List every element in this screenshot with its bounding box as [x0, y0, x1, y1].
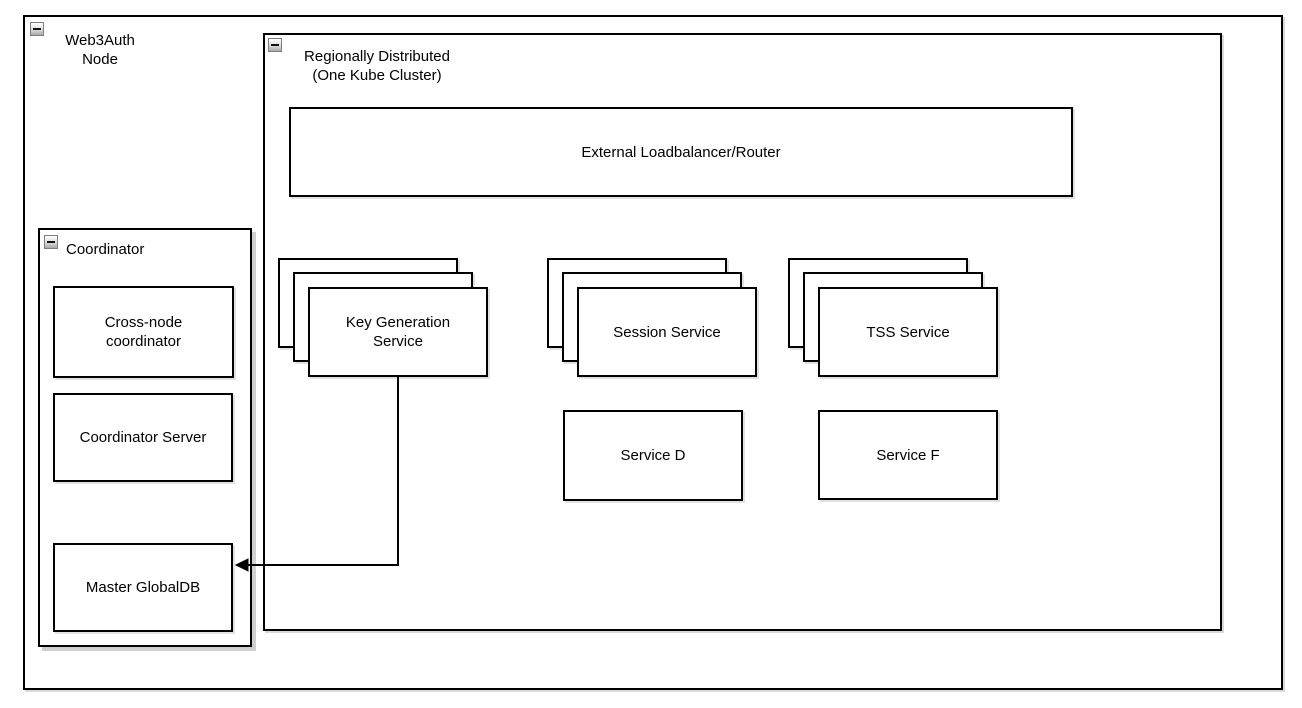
minus-icon: [271, 44, 279, 46]
node-session-service[interactable]: Session Service: [547, 258, 759, 379]
collapse-icon[interactable]: [30, 22, 44, 36]
node-external-loadbalancer[interactable]: External Loadbalancer/Router: [289, 107, 1073, 197]
node-tss-service-label: TSS Service: [866, 323, 950, 341]
node-key-generation-service-label: Key Generation Service: [345, 314, 451, 350]
node-service-f-label: Service F: [876, 446, 940, 464]
node-master-globaldb[interactable]: Master GlobalDB: [53, 543, 233, 632]
group-coordinator[interactable]: Coordinator Cross-node coordinator Coord…: [38, 228, 252, 647]
node-coordinator-server-label: Coordinator Server: [79, 429, 207, 446]
node-tss-service[interactable]: TSS Service: [788, 258, 1000, 379]
node-coordinator-server[interactable]: Coordinator Server: [53, 393, 233, 482]
stack-front[interactable]: Session Service: [577, 287, 757, 377]
node-cross-node-coordinator[interactable]: Cross-node coordinator: [53, 286, 234, 378]
node-cross-node-coordinator-label: Cross-node coordinator: [104, 314, 183, 350]
minus-icon: [33, 28, 41, 30]
minus-icon: [47, 241, 55, 243]
group-regionally-distributed-label: Regionally Distributed (One Kube Cluster…: [304, 48, 450, 84]
collapse-icon[interactable]: [268, 38, 282, 52]
group-web3auth-node-label: Web3Auth Node: [65, 32, 135, 68]
group-coordinator-label: Coordinator: [66, 241, 145, 258]
node-master-globaldb-label: Master GlobalDB: [85, 579, 201, 596]
stack-front[interactable]: Key Generation Service: [308, 287, 488, 377]
node-session-service-label: Session Service: [613, 323, 721, 341]
node-service-d-label: Service D: [620, 447, 686, 464]
collapse-icon[interactable]: [44, 235, 58, 249]
node-external-loadbalancer-label: External Loadbalancer/Router: [581, 143, 781, 161]
node-key-generation-service[interactable]: Key Generation Service: [278, 258, 490, 379]
node-service-d[interactable]: Service D: [563, 410, 743, 501]
stack-front[interactable]: TSS Service: [818, 287, 998, 377]
node-service-f[interactable]: Service F: [818, 410, 998, 500]
